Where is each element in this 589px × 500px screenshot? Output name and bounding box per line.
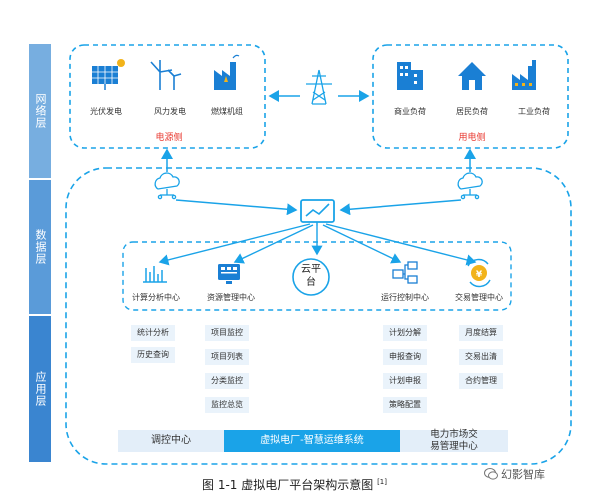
svg-text:¥: ¥ (476, 270, 483, 280)
figure-caption-text: 图 1-1 虚拟电厂平台架构示意图 (202, 478, 374, 492)
house-icon (458, 62, 486, 90)
app-chip: 计划申报 (383, 373, 427, 389)
data-center-label-control: 运行控制中心 (381, 293, 429, 302)
dispatch-center-label: 调控中心 (151, 435, 191, 446)
load-label-industrial: 工业负荷 (518, 107, 550, 116)
load-label-commercial: 商业负荷 (394, 107, 426, 116)
wechat-icon (484, 468, 498, 480)
figure-caption-ref: [1] (377, 478, 387, 486)
watermark-text: 幻影智库 (501, 468, 545, 481)
source-label-coal: 燃煤机组 (211, 107, 243, 116)
source-label-wind: 风力发电 (154, 107, 186, 116)
watermark: 幻影智库 (484, 466, 545, 482)
cloud-platform-circle (292, 258, 330, 296)
app-chip: 交易出清 (459, 349, 503, 365)
app-chip: 项目列表 (205, 349, 249, 365)
app-chip: 申报查询 (383, 349, 427, 365)
app-chip: 项目监控 (205, 325, 249, 341)
trade-exchange-icon: ¥ (467, 258, 491, 288)
data-center-label-trade: 交易管理中心 (455, 293, 503, 302)
app-chip: 月度结算 (459, 325, 503, 341)
resource-monitor-icon (218, 264, 240, 284)
app-chip: 策略配置 (383, 397, 427, 413)
wind-turbine-icon (150, 60, 182, 90)
bottom-center-highlight (224, 430, 400, 452)
market-center-label: 电力市场交 易管理中心 (400, 429, 508, 453)
commercial-building-icon (397, 62, 423, 90)
coal-plant-icon (214, 54, 240, 90)
layer-label-network: 网络层 (34, 93, 47, 129)
transmission-tower-icon (306, 69, 332, 105)
app-chip: 合约管理 (459, 373, 503, 389)
app-chip: 计划分解 (383, 325, 427, 341)
layer-tab-application: 应用层 (29, 316, 51, 462)
data-center-label-compute: 计算分析中心 (132, 293, 180, 302)
factory-icon (512, 60, 536, 90)
solar-panel-icon (92, 59, 125, 90)
system-name-label: 虚拟电厂-智慧运维系统 (260, 435, 364, 446)
figure-caption: 图 1-1 虚拟电厂平台架构示意图 [1] (0, 476, 589, 493)
market-center-label-line2: 易管理中心 (430, 441, 478, 452)
supply-side-box (69, 44, 266, 149)
platform-box (65, 167, 572, 465)
cloud-network-icon-right (457, 172, 483, 200)
demand-side-title: 用电侧 (458, 133, 486, 143)
bar-chart-icon (143, 266, 167, 283)
app-chip: 监控总览 (205, 397, 249, 413)
data-center-label-resource: 资源管理中心 (207, 293, 255, 302)
monitor-chart-icon (300, 199, 335, 226)
app-chip: 统计分析 (131, 325, 175, 341)
app-chip: 分类监控 (205, 373, 249, 389)
cloud-platform-label: 云平台 (301, 264, 321, 288)
layer-label-application: 应用层 (34, 371, 47, 407)
supply-side-title: 电源侧 (155, 133, 183, 143)
app-chip: 历史查询 (131, 347, 175, 363)
market-center-label-line1: 电力市场交 (430, 429, 478, 440)
load-label-residential: 居民负荷 (456, 107, 488, 116)
control-network-icon (392, 261, 418, 284)
cloud-network-icon-left (154, 172, 180, 200)
layer-label-data: 数据层 (34, 229, 47, 265)
layer-tab-network: 网络层 (29, 44, 51, 178)
source-label-pv: 光伏发电 (90, 107, 122, 116)
demand-side-box (372, 44, 569, 149)
layer-tab-data: 数据层 (29, 180, 51, 314)
